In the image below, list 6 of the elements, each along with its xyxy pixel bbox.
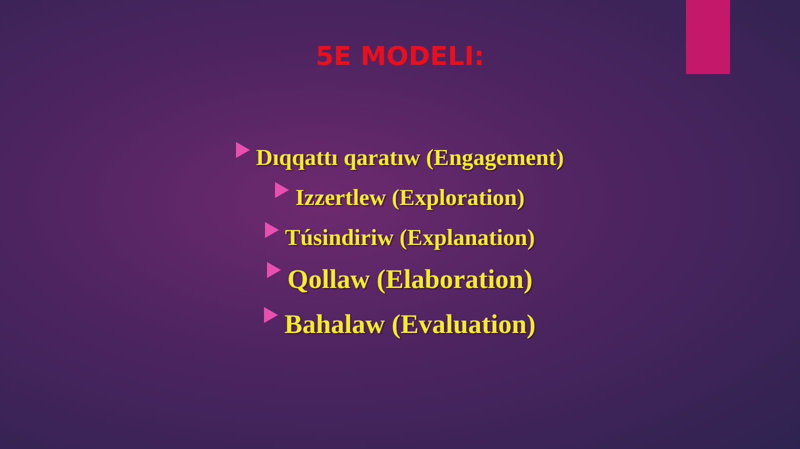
list-item: Qollaw (Elaboration)	[287, 264, 533, 295]
slide-title: 5E MODELI:	[314, 42, 486, 72]
list-item: Dıqqattı qaratıw (Engagement)	[256, 144, 564, 170]
list-item: Bahalaw (Evaluation)	[284, 309, 536, 340]
list-item: Túsindiriw (Explanation)	[285, 224, 535, 250]
list-item: Izzertlew (Exploration)	[295, 184, 525, 210]
